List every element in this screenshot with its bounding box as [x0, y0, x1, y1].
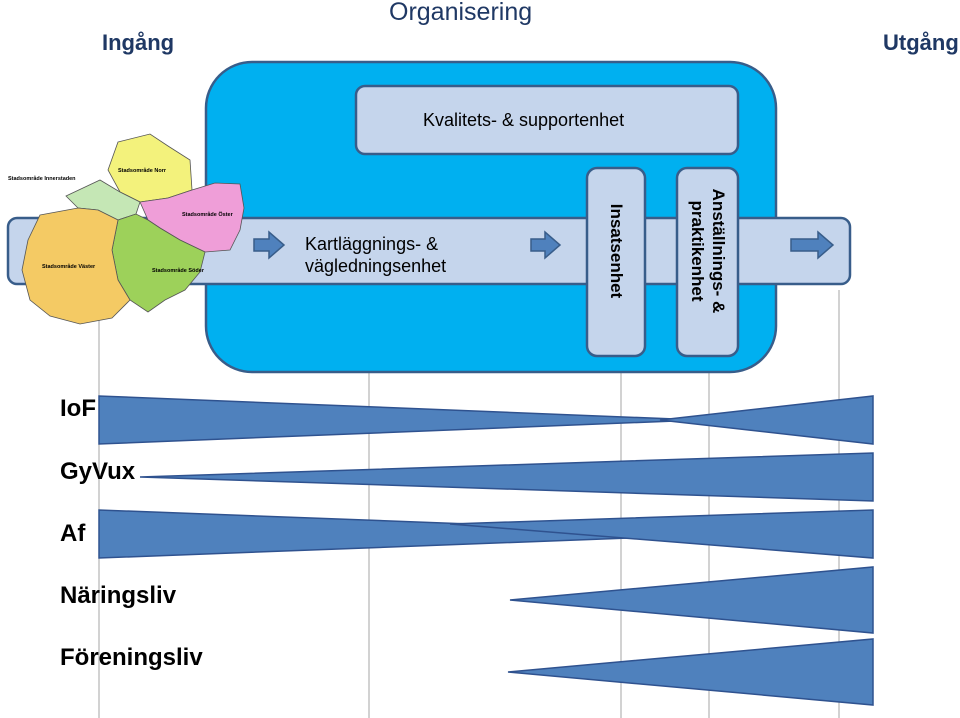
- wedge-iof-increasing: [659, 395, 874, 445]
- actor-label-foreningsliv: Föreningsliv: [60, 644, 203, 671]
- wedge-af-increasing: [449, 509, 874, 559]
- page-title: Organisering: [389, 0, 533, 26]
- flow-arrows: [253, 230, 835, 260]
- actor-wedges: [98, 395, 874, 706]
- wedge-iof-decreasing: [98, 395, 701, 445]
- district-label-oster: Stadsområde Öster: [182, 211, 234, 218]
- mapping-unit-label-line1: Kartläggnings- &: [305, 234, 439, 254]
- mapping-unit-label-line2: vägledningsenhet: [305, 256, 447, 276]
- intervention-unit-box: [585, 166, 647, 358]
- district-label-soder: Stadsområde Söder: [152, 267, 205, 274]
- actor-label-af: Af: [60, 520, 86, 547]
- wedge-foreningsliv: [507, 638, 874, 706]
- input-label: Ingång: [102, 30, 175, 55]
- output-label: Utgång: [883, 30, 959, 55]
- intervention-unit-label: Insatsenhet: [607, 203, 626, 299]
- wedge-naringsliv: [509, 566, 874, 634]
- flow-arrow-icon: [530, 230, 562, 260]
- flow-arrow-icon: [253, 230, 286, 260]
- district-vaster: [21, 207, 131, 325]
- district-label-innerstaden: Stadsområde Innerstaden: [8, 175, 76, 182]
- employment-unit-label-line1: Anställnings- &: [709, 188, 728, 314]
- actor-label-naringsliv: Näringsliv: [60, 582, 177, 609]
- district-label-norr: Stadsområde Norr: [118, 167, 167, 174]
- actor-label-iof: IoF: [60, 395, 96, 422]
- employment-unit-label-line2: praktikenhet: [688, 200, 707, 302]
- wedge-gyvux: [139, 452, 874, 502]
- flow-arrow-icon: [790, 230, 835, 260]
- wedge-af-decreasing: [98, 509, 736, 559]
- district-map: Stadsområde Innerstaden Stadsområde Norr…: [8, 133, 245, 325]
- employment-unit-label: Anställnings- & praktikenhet: [685, 184, 729, 318]
- quality-unit-box: [354, 84, 740, 156]
- district-label-vaster: Stadsområde Väster: [42, 263, 96, 270]
- quality-unit-label: Kvalitets- & supportenhet: [423, 110, 625, 130]
- mapping-unit-label: Kartläggnings- & vägledningsenhet: [305, 233, 446, 277]
- actor-label-gyvux: GyVux: [60, 458, 136, 485]
- employment-unit-box: [675, 166, 740, 358]
